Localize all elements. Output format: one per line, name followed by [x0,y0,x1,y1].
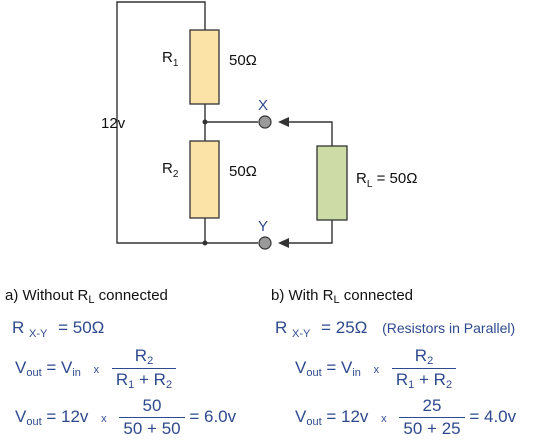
case-a-frac2-num: 50 [119,396,185,418]
source-voltage-label: 12v [101,115,126,132]
case-a-rxy: R X-Y = 50Ω [12,318,104,340]
case-b-rxy-note: (Resistors in Parallel) [382,320,516,336]
resistor-r1 [189,29,220,105]
case-a-heading-sub: L [88,294,95,306]
arrow-to-x [278,117,289,127]
case-a-vout2-out: out [26,415,42,428]
case-a-frac-den-sub2: 2 [165,379,173,391]
case-a-vout-formula: Vout = Vin x R2 R1 + R2 [15,346,177,391]
case-b-heading-suffix: connected [339,287,414,304]
case-b-vout2-times: x [381,412,387,425]
case-b-heading-sub: L [333,294,340,306]
r1-label: R1 [162,49,179,69]
case-a-rxy-r: R [12,318,25,337]
case-b-frac-den-sub1: 1 [408,379,415,391]
case-b-frac-num-sub: 2 [427,355,434,367]
case-a-vout2-v: V [15,406,27,426]
case-a-vout1-v: V [15,357,27,377]
case-a-vout1-out: out [26,366,42,379]
junction-dot-bottom [202,240,208,246]
case-b-fraction-num: 25 50 + 25 [399,396,465,439]
case-b-vout2-out: out [306,415,322,428]
case-b-heading-text: b) With R [271,287,334,304]
case-a-result: = 6.0v [189,406,237,426]
case-b-vout2-v: V [295,406,307,426]
case-a-heading-text: a) Without R [5,287,89,304]
case-b-frac-num-r: R [414,346,428,365]
terminal-y [258,236,272,250]
case-a-frac-den-r1: R [115,370,129,389]
terminal-x [258,115,272,129]
wire-left-loop [116,1,206,244]
case-a-vout1-times: x [93,363,100,376]
case-b-vout1-eq: = V [321,357,353,377]
case-b-frac-den-plus: + R [414,370,446,389]
case-b-vout1-times: x [373,363,380,376]
case-a-vout1-in: in [72,366,81,379]
case-a-frac-num-sub: 2 [147,355,154,367]
case-b-frac2-den: 50 + 25 [403,419,461,438]
case-a-frac-den-sub1: 1 [128,379,135,391]
resistor-load [316,145,348,221]
case-a-vout-result: Vout = 12v x 50 50 + 50 = 6.0v [15,396,236,439]
case-b-fraction-r: R2 R1 + R2 [391,346,457,391]
case-b-vout-result: Vout = 12v x 25 50 + 25 = 4.0v [295,396,516,439]
rl-label: RL = 50Ω [356,170,417,190]
case-b-frac-den-r1: R [395,370,409,389]
case-b-frac-den-sub2: 2 [445,379,453,391]
case-a-fraction-num: 50 50 + 50 [119,396,185,439]
case-a-rxy-value: = 50Ω [58,318,105,337]
r2-value: 50Ω [229,163,257,180]
arrow-to-y [278,238,289,248]
case-a-frac-num-r: R [134,346,148,365]
case-b-heading: b) With RL connected [271,287,413,306]
case-b-result: = 4.0v [469,406,517,426]
case-b-rxy-sub: X-Y [292,328,311,340]
circuit-wires [116,1,333,244]
case-a-frac-den-plus: + R [134,370,166,389]
case-a-vout1-eq: = V [41,357,73,377]
terminal-y-label: Y [258,218,268,235]
case-b-rxy-r: R [275,318,288,337]
case-b-vout1-out: out [306,366,322,379]
terminal-x-label: X [258,97,268,114]
case-b-vout-formula: Vout = Vin x R2 R1 + R2 [295,346,457,391]
case-b-frac2-num: 25 [399,396,465,418]
case-a-frac2-den: 50 + 50 [123,419,181,438]
wire-load-bottom [287,220,333,244]
case-b-vout2-eq: = 12v [321,406,369,426]
junction-dot-top [202,119,208,125]
case-a-heading: a) Without RL connected [5,287,168,306]
case-b-rxy: R X-Y = 25Ω (Resistors in Parallel) [275,318,515,340]
case-b-vout1-v: V [295,357,307,377]
case-a-vout2-times: x [101,412,107,425]
case-b-vout1-in: in [352,366,361,379]
wire-load-top [287,121,333,146]
case-a-heading-suffix: connected [94,287,168,304]
case-a-vout2-eq: = 12v [41,406,89,426]
case-a-fraction-r: R2 R1 + R2 [111,346,177,391]
case-b-rxy-value: = 25Ω [321,318,368,337]
r1-value: 50Ω [229,52,257,69]
case-a-rxy-sub: X-Y [29,328,48,340]
resistor-r2 [189,140,220,219]
r2-label: R2 [162,160,179,180]
